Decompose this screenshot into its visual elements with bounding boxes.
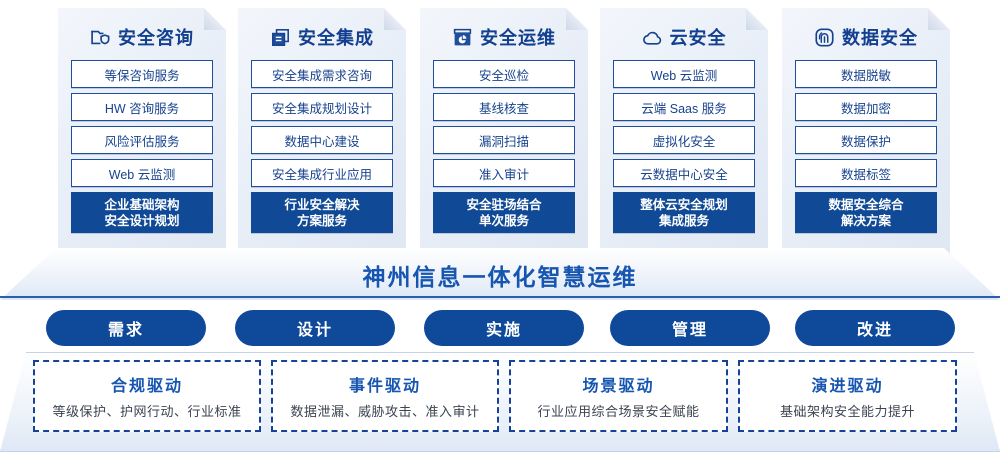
driver-subtitle: 等级保护、护网行动、行业标准: [52, 404, 242, 419]
driver-cards: 合规驱动 等级保护、护网行动、行业标准 事件驱动 数据泄漏、威胁攻击、准入审计 …: [0, 360, 1000, 442]
driver-title: 合规驱动: [110, 378, 183, 395]
column-header: 数据安全: [782, 24, 950, 50]
driver-subtitle: 行业应用综合场景安全赋能: [537, 404, 700, 419]
highlight-line: 集成服务: [658, 213, 709, 228]
service-highlight[interactable]: 整体云安全规划 集成服务: [613, 192, 755, 233]
highlight-line: 整体云安全规划: [640, 197, 728, 212]
driver-card-incident[interactable]: 事件驱动 数据泄漏、威胁攻击、准入审计: [271, 360, 499, 432]
column-item-list: Web 云监测 云端 Saas 服务 虚拟化安全 云数据中心安全 整体云安全规划…: [613, 60, 755, 238]
column-title: 云安全: [669, 28, 727, 48]
stacked-documents-icon: [270, 27, 291, 48]
service-item[interactable]: Web 云监测: [71, 159, 213, 187]
banner-underline: [0, 296, 1000, 298]
highlight-line: 解决方案: [840, 213, 891, 228]
service-item[interactable]: 云端 Saas 服务: [613, 93, 755, 121]
cloud-icon: [642, 27, 663, 48]
service-column-data-security[interactable]: 数据安全 数据脱敏 数据加密 数据保护 数据标签 数据安全综合 解决方案: [782, 8, 950, 258]
highlight-line: 行业安全解决: [284, 197, 360, 212]
service-column-security-operations[interactable]: 安全运维 安全巡检 基线核查 漏洞扫描 准入审计 安全驻场结合 单次服务: [420, 8, 588, 258]
driver-title: 事件驱动: [348, 378, 421, 395]
column-header: 云安全: [600, 24, 768, 50]
service-item[interactable]: 数据中心建设: [251, 126, 393, 154]
service-item[interactable]: 数据保护: [795, 126, 937, 154]
service-item[interactable]: 准入审计: [433, 159, 575, 187]
driver-subtitle: 数据泄漏、威胁攻击、准入审计: [290, 404, 480, 419]
service-columns: 安全咨询 等保咨询服务 HW 咨询服务 风险评估服务 Web 云监测 企业基础架…: [0, 0, 1000, 262]
folder-shield-icon: [90, 27, 111, 48]
process-pill-implement[interactable]: 实施: [424, 310, 584, 346]
process-pill-design[interactable]: 设计: [235, 310, 395, 346]
service-item[interactable]: 安全集成需求咨询: [251, 60, 393, 88]
column-item-list: 等保咨询服务 HW 咨询服务 风险评估服务 Web 云监测 企业基础架构 安全设…: [71, 60, 213, 238]
service-item[interactable]: Web 云监测: [613, 60, 755, 88]
service-item[interactable]: 基线核查: [433, 93, 575, 121]
process-pill-manage[interactable]: 管理: [610, 310, 770, 346]
service-item[interactable]: 数据脱敏: [795, 60, 937, 88]
highlight-line: 安全驻场结合: [466, 197, 542, 212]
column-header: 安全运维: [420, 24, 588, 50]
service-item[interactable]: 风险评估服务: [71, 126, 213, 154]
service-column-security-consulting[interactable]: 安全咨询 等保咨询服务 HW 咨询服务 风险评估服务 Web 云监测 企业基础架…: [58, 8, 226, 258]
column-item-list: 安全集成需求咨询 安全集成规划设计 数据中心建设 安全集成行业应用 行业安全解决…: [251, 60, 393, 238]
service-item[interactable]: 安全集成行业应用: [251, 159, 393, 187]
column-title: 安全运维: [480, 28, 556, 48]
fingerprint-icon: [814, 27, 835, 48]
service-column-cloud-security[interactable]: 云安全 Web 云监测 云端 Saas 服务 虚拟化安全 云数据中心安全 整体云…: [600, 8, 768, 258]
service-item[interactable]: 安全巡检: [433, 60, 575, 88]
column-header: 安全集成: [238, 24, 406, 50]
service-highlight[interactable]: 安全驻场结合 单次服务: [433, 192, 575, 233]
driver-subtitle: 基础架构安全能力提升: [779, 404, 915, 419]
service-item[interactable]: 数据加密: [795, 93, 937, 121]
column-title: 数据安全: [842, 28, 918, 48]
monitor-chart-icon: [452, 27, 473, 48]
platform-banner-title: 神州信息一体化智慧运维: [362, 264, 638, 290]
driver-card-compliance[interactable]: 合规驱动 等级保护、护网行动、行业标准: [33, 360, 261, 432]
service-item[interactable]: 安全集成规划设计: [251, 93, 393, 121]
driver-card-evolution[interactable]: 演进驱动 基础架构安全能力提升: [738, 360, 957, 432]
column-title: 安全集成: [298, 28, 374, 48]
service-item[interactable]: 云数据中心安全: [613, 159, 755, 187]
platform-banner: [0, 248, 1000, 300]
service-item[interactable]: 漏洞扫描: [433, 126, 575, 154]
highlight-line: 安全设计规划: [104, 213, 180, 228]
driver-card-scenario[interactable]: 场景驱动 行业应用综合场景安全赋能: [509, 360, 728, 432]
process-pill-improve[interactable]: 改进: [795, 310, 955, 346]
service-item[interactable]: HW 咨询服务: [71, 93, 213, 121]
service-item[interactable]: 数据标签: [795, 159, 937, 187]
column-title: 安全咨询: [118, 28, 194, 48]
driver-title: 演进驱动: [811, 378, 884, 395]
highlight-line: 数据安全综合: [828, 197, 904, 212]
process-pill-demand[interactable]: 需求: [46, 310, 206, 346]
highlight-line: 单次服务: [478, 213, 529, 228]
service-column-security-integration[interactable]: 安全集成 安全集成需求咨询 安全集成规划设计 数据中心建设 安全集成行业应用 行…: [238, 8, 406, 258]
column-item-list: 安全巡检 基线核查 漏洞扫描 准入审计 安全驻场结合 单次服务: [433, 60, 575, 238]
service-item[interactable]: 虚拟化安全: [613, 126, 755, 154]
service-highlight[interactable]: 行业安全解决 方案服务: [251, 192, 393, 233]
process-pills: 需求 设计 实施 管理 改进: [0, 310, 1000, 346]
column-item-list: 数据脱敏 数据加密 数据保护 数据标签 数据安全综合 解决方案: [795, 60, 937, 238]
highlight-line: 方案服务: [296, 213, 347, 228]
column-header: 安全咨询: [58, 24, 226, 50]
service-item[interactable]: 等保咨询服务: [71, 60, 213, 88]
highlight-line: 企业基础架构: [104, 197, 180, 212]
service-highlight[interactable]: 数据安全综合 解决方案: [795, 192, 937, 233]
driver-title: 场景驱动: [582, 378, 655, 395]
service-highlight[interactable]: 企业基础架构 安全设计规划: [71, 192, 213, 233]
